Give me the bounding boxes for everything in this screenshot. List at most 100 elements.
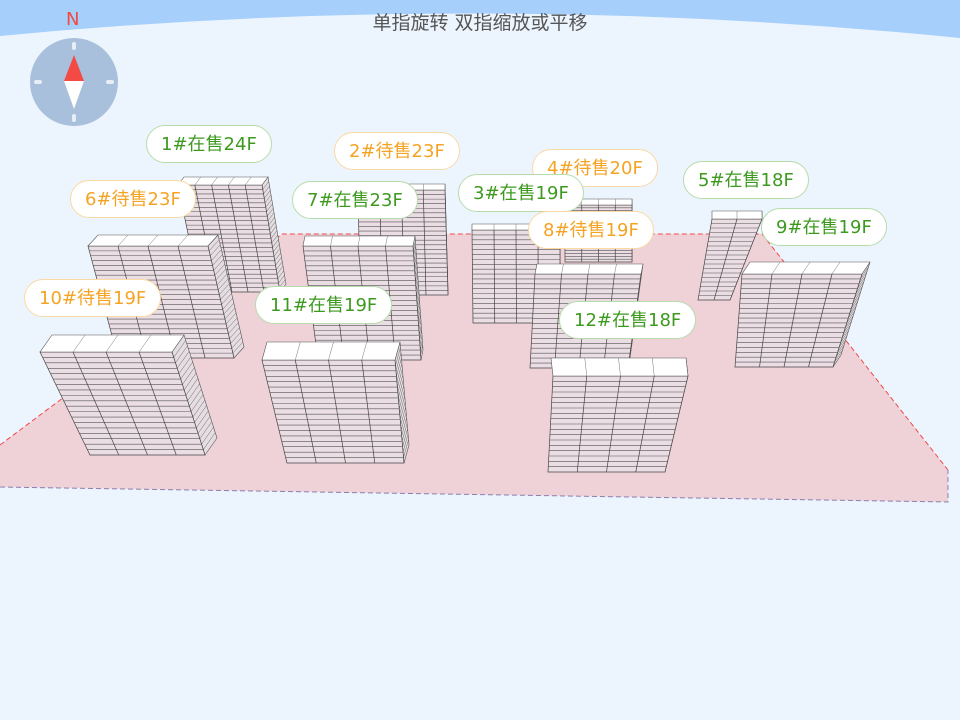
floor-line bbox=[277, 270, 284, 279]
building-label-9[interactable]: 9#在售19F bbox=[761, 208, 887, 246]
gesture-hint: 单指旋转 双指缩放或平移 bbox=[372, 12, 588, 34]
floor-line bbox=[222, 298, 233, 310]
building-label-7[interactable]: 7#在售23F bbox=[292, 181, 418, 219]
floor-line bbox=[851, 296, 860, 309]
building-label-6[interactable]: 6#待售23F bbox=[70, 180, 196, 218]
floor-line bbox=[417, 310, 421, 321]
roof-line bbox=[177, 234, 189, 247]
floor-line bbox=[229, 327, 240, 339]
unit-line bbox=[606, 375, 621, 473]
roof-line bbox=[295, 341, 301, 361]
floor-line bbox=[223, 303, 235, 315]
unit-line bbox=[177, 245, 206, 359]
floor-line bbox=[835, 345, 845, 358]
roof-line bbox=[618, 357, 621, 377]
floor-line bbox=[845, 315, 854, 328]
floor-line bbox=[273, 243, 280, 253]
floor-line bbox=[397, 369, 403, 388]
floor-line bbox=[399, 396, 405, 415]
floor-line bbox=[199, 421, 212, 439]
building-front bbox=[261, 359, 405, 464]
floor-line bbox=[396, 363, 403, 382]
floor-line bbox=[419, 325, 422, 336]
floor-line bbox=[414, 260, 417, 271]
roof-line bbox=[72, 334, 86, 353]
floor-line bbox=[177, 351, 190, 369]
floor-line bbox=[398, 385, 405, 404]
floor-line bbox=[838, 335, 848, 348]
floor-line bbox=[224, 307, 236, 320]
floor-line bbox=[228, 322, 239, 334]
roof-line bbox=[105, 334, 119, 353]
floor-line bbox=[402, 428, 408, 447]
building-5[interactable] bbox=[697, 210, 763, 301]
floor-line bbox=[857, 276, 866, 289]
floor-line bbox=[401, 423, 408, 442]
floor-line bbox=[272, 239, 279, 248]
floor-line bbox=[182, 367, 195, 385]
floor-line bbox=[273, 248, 281, 257]
floor-line bbox=[190, 394, 204, 412]
building-label-5[interactable]: 5#在售18F bbox=[683, 161, 809, 199]
floor-line bbox=[216, 273, 228, 286]
roof-line bbox=[584, 357, 587, 377]
roof-line bbox=[587, 263, 591, 275]
roof-line bbox=[831, 261, 841, 275]
compass-icon[interactable] bbox=[30, 38, 118, 126]
floor-line bbox=[395, 352, 402, 371]
floor-line bbox=[415, 270, 418, 281]
building-6[interactable] bbox=[87, 234, 245, 359]
roof-line bbox=[361, 341, 367, 361]
roof-line bbox=[357, 235, 361, 247]
floor-line bbox=[419, 335, 423, 346]
floor-line bbox=[219, 283, 230, 295]
floor-line bbox=[400, 406, 406, 426]
building-label-11[interactable]: 11#在售19F bbox=[255, 286, 393, 324]
floor-line bbox=[265, 199, 272, 208]
floor-line bbox=[180, 361, 193, 380]
floor-line bbox=[270, 230, 278, 239]
building-label-2[interactable]: 2#待售23F bbox=[334, 132, 460, 170]
north-label: N bbox=[66, 9, 80, 30]
building-9[interactable] bbox=[734, 261, 871, 368]
floor-line bbox=[398, 379, 404, 399]
building-label-3[interactable]: 3#在售19F bbox=[458, 174, 584, 212]
floor-line bbox=[418, 315, 421, 326]
floor-line bbox=[413, 250, 417, 261]
floor-line bbox=[403, 439, 409, 458]
building-label-8[interactable]: 8#待售19F bbox=[528, 211, 654, 249]
floor-line bbox=[416, 295, 420, 306]
roof-line bbox=[330, 235, 333, 247]
floor-line bbox=[401, 417, 407, 436]
floor-line bbox=[417, 300, 420, 311]
building-10[interactable] bbox=[39, 334, 218, 456]
roof-line bbox=[244, 176, 252, 186]
floor-line bbox=[395, 347, 401, 366]
floor-line bbox=[192, 399, 206, 418]
floor-line bbox=[215, 268, 227, 281]
roof-line bbox=[138, 334, 152, 353]
building-label-12[interactable]: 12#在售18F bbox=[559, 301, 697, 339]
floor-line bbox=[276, 261, 283, 270]
sky-band bbox=[0, 0, 960, 38]
building-label-10[interactable]: 10#待售19F bbox=[24, 279, 162, 317]
unit-line bbox=[808, 273, 833, 368]
floor-line bbox=[415, 280, 419, 291]
building-11[interactable] bbox=[261, 341, 410, 464]
floor-line bbox=[264, 190, 271, 199]
unit-line bbox=[228, 184, 249, 293]
floor-line bbox=[413, 245, 416, 256]
floor-line bbox=[834, 349, 843, 363]
building-label-1[interactable]: 1#在售24F bbox=[146, 125, 272, 163]
floor-line bbox=[854, 286, 863, 299]
floor-line bbox=[175, 345, 188, 363]
roof-line bbox=[801, 261, 811, 275]
floor-line bbox=[418, 320, 422, 331]
roof-line bbox=[561, 263, 564, 275]
unit-line bbox=[422, 189, 427, 296]
floor-line bbox=[397, 374, 404, 393]
floor-line bbox=[267, 212, 275, 221]
floor-line bbox=[400, 412, 407, 431]
building-12[interactable] bbox=[547, 357, 689, 473]
